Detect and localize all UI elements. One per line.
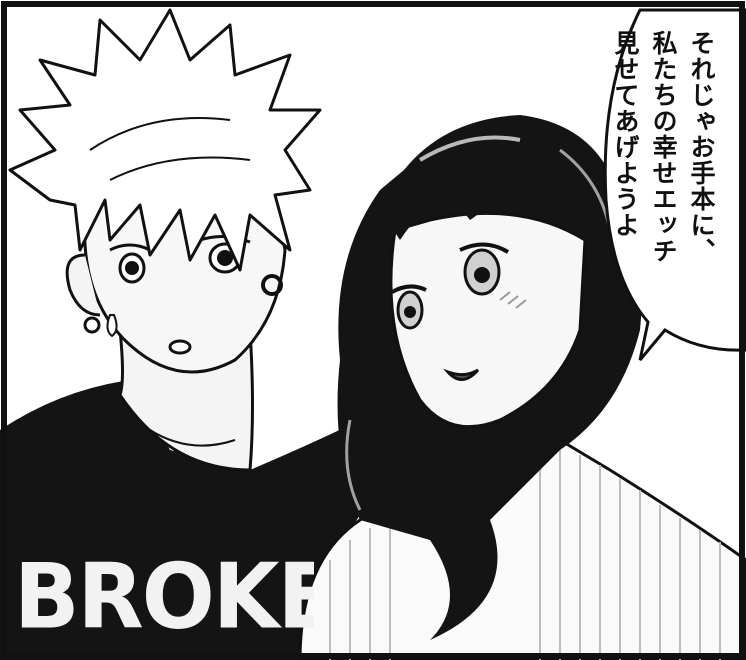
woman-character — [298, 115, 746, 660]
speech-bubble-text: それじゃお手本に、 私たちの幸せエッチ 見せてあげようよ — [600, 30, 720, 330]
boy-character — [0, 8, 390, 660]
speech-bubble — [603, 8, 746, 361]
speech-line-3: 見せてあげようよ — [611, 30, 640, 238]
speech-line-1: それじゃお手本に、 — [687, 30, 716, 264]
speech-line-2: 私たちの幸せエッチ — [649, 30, 678, 264]
shirt-print-text: BROKE — [14, 549, 314, 645]
